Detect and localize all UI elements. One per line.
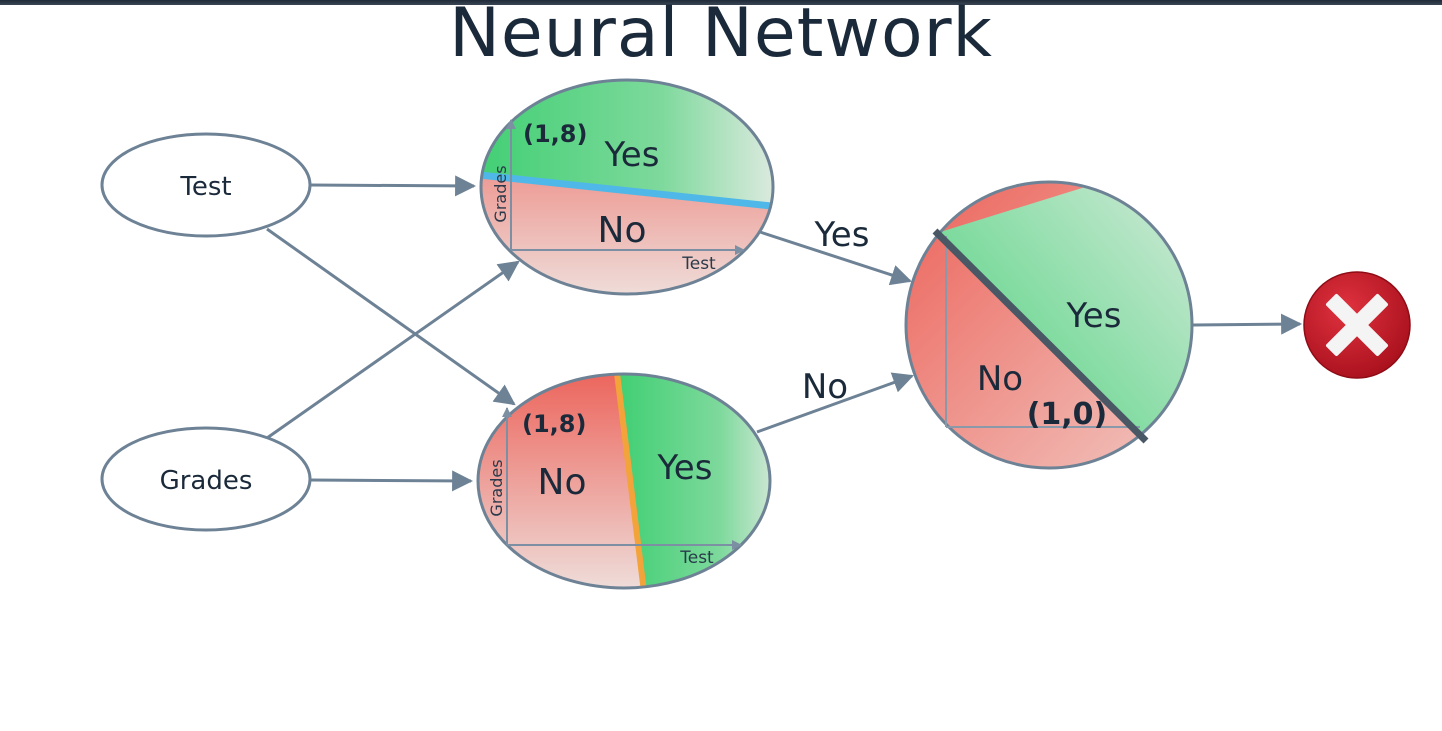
- top-bar: [0, 0, 1442, 5]
- yes-label-bottom: Yes: [657, 448, 713, 488]
- edge-output-to-result: [1192, 313, 1303, 335]
- input-node-grades: Grades: [100, 426, 312, 532]
- output-no-label: No: [977, 359, 1023, 399]
- decision-boundary-top: [481, 170, 773, 212]
- point-label-top: (1,8): [523, 120, 587, 148]
- yes-label-top: Yes: [604, 135, 660, 175]
- page-title: Neural Network: [449, 0, 993, 73]
- no-label-bottom: No: [538, 462, 587, 503]
- point-label-bottom: (1,8): [522, 410, 586, 438]
- edge-top-to-output: [759, 230, 912, 286]
- y-axis-label-top: Grades: [491, 165, 510, 222]
- output-yes-label: Yes: [1066, 296, 1122, 336]
- hidden-node-top: (1,8) Yes No Test Grades: [479, 78, 775, 296]
- hidden-node-bottom: (1,8) No Yes Test Grades: [476, 372, 772, 590]
- input-node-grades-label: Grades: [160, 466, 253, 496]
- edge-label-yes: Yes: [814, 215, 870, 255]
- output-point-label: (1,0): [1027, 397, 1108, 432]
- input-node-test-label: Test: [179, 172, 231, 202]
- edge-grades-to-top: [266, 260, 520, 440]
- edge-bottom-to-output: [756, 372, 914, 434]
- input-node-test: Test: [100, 132, 312, 238]
- decision-boundary-bottom: [613, 374, 648, 588]
- y-axis-label-bottom: Grades: [487, 459, 506, 516]
- x-axis-label-bottom: Test: [679, 548, 714, 568]
- edge-label-no: No: [802, 367, 848, 407]
- edge-test-to-top: [309, 175, 477, 197]
- x-axis-label-top: Test: [681, 254, 716, 274]
- decision-boundary-output: [932, 228, 1149, 444]
- close-icon: [1303, 271, 1411, 379]
- output-node: Yes No (1,0): [904, 180, 1194, 470]
- edge-test-to-bottom: [266, 227, 516, 406]
- no-label-top: No: [598, 210, 647, 251]
- edge-grades-to-bottom: [309, 470, 474, 492]
